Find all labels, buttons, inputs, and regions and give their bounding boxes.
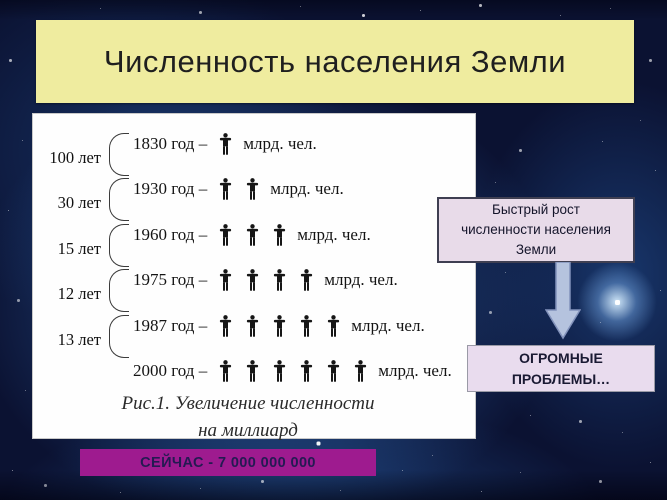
figure-caption-line1: Рис.1. Увеличение численности [121,393,375,414]
figure-row: 1975 год – млрд. чел. [133,267,398,293]
unit-label: млрд. чел. [297,224,371,244]
interval-label: 30 лет [57,193,101,213]
callout-effect-line1: ОГРОМНЫЕ [519,349,603,366]
year-label: 2000 год – [133,361,208,380]
callout-cause-line3: Земли [515,242,557,258]
person-icon [274,223,286,246]
interval-bracket [109,223,129,267]
figure-row: 1830 год – млрд. чел. [133,131,317,157]
interval-label: 15 лет [57,238,101,258]
person-icon [220,360,232,382]
person-icon [274,269,286,291]
unit-label: млрд. чел. [243,134,317,153]
year-label: 1987 год – [133,315,208,335]
person-icon [274,314,286,337]
starfield-background [0,0,1,1]
figure-row: 1930 год – млрд. чел. [133,176,344,202]
person-icon [220,178,232,201]
callout-effect-box: ОГРОМНЫЕ ПРОБЛЕМЫ… [467,345,655,392]
interval-bracket [109,178,129,222]
person-icon [328,314,340,337]
current-population-text: СЕЙЧАС - 7 000 000 000 [140,454,316,471]
figure-panel: Рис.1. Увеличение численности на миллиар… [32,113,476,441]
person-icon [301,360,313,382]
down-arrow-icon [545,262,581,340]
year-label: 1930 год – [133,179,208,199]
title-banner: Численность населения Земли [36,20,634,103]
interval-label: 12 лет [57,284,101,304]
person-icons-group [219,314,340,337]
interval-label: 100 лет [49,148,101,167]
person-icon [301,269,313,291]
callout-effect-line2: ПРОБЛЕМЫ… [511,370,611,387]
current-population-banner: СЕЙЧАС - 7 000 000 000 [80,449,376,476]
person-icons-group [219,269,313,291]
figure-caption-line2: на миллиард [198,420,298,441]
person-icons-group [219,360,367,382]
person-icon [355,360,367,382]
figure-row: 2000 год – млрд. чел. [133,358,452,384]
page-title: Численность населения Земли [103,43,567,79]
figure-row: 1960 год – млрд. чел. [133,222,371,248]
person-icon [274,360,286,382]
person-icon [247,178,259,201]
unit-label: млрд. чел. [378,361,452,380]
person-icon [328,360,340,382]
year-label: 1975 год – [133,270,208,290]
person-icon [247,360,259,382]
callout-cause-line2: численности населения [461,221,611,237]
interval-bracket [109,269,129,313]
year-label: 1960 год – [133,224,208,244]
unit-label: млрд. чел. [351,315,425,335]
callout-cause-box: Быстрый рост численности населения Земли [437,197,635,263]
person-icon [301,314,313,337]
person-icon [247,314,259,337]
person-icon [220,133,232,155]
interval-label: 13 лет [57,329,101,349]
person-icon [220,269,232,291]
person-icons-group [219,223,286,246]
person-icons-group [219,133,232,155]
person-icons-group [219,178,259,201]
interval-bracket [109,133,129,176]
callout-cause-line1: Быстрый рост [492,201,580,217]
figure-caption: Рис.1. Увеличение численности на миллиар… [83,390,413,444]
person-icon [247,269,259,291]
person-icon [220,223,232,246]
unit-label: млрд. чел. [270,179,344,199]
year-label: 1830 год – [133,134,208,153]
figure-row: 1987 год – млрд. чел. [133,313,425,339]
interval-bracket [109,314,129,358]
person-icon [220,314,232,337]
unit-label: млрд. чел. [324,270,398,290]
person-icon [247,223,259,246]
